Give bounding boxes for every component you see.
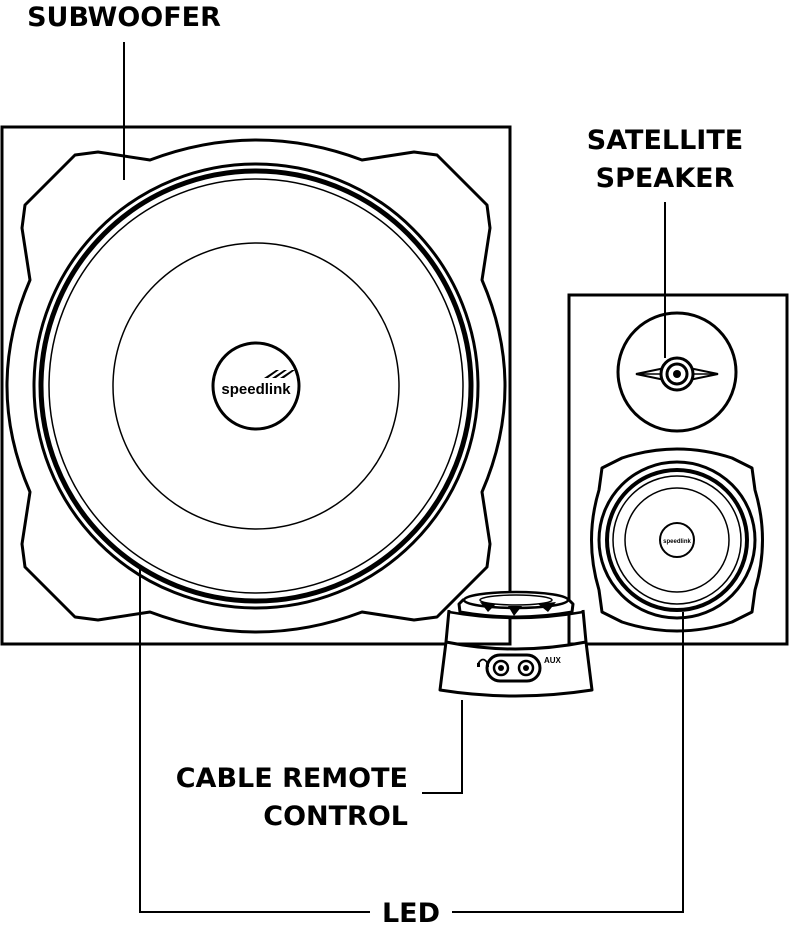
led-label: LED: [382, 898, 440, 926]
satellite-woofer-surround-inner: [605, 468, 749, 612]
subwoofer-logo-icon: speedlink: [221, 370, 295, 398]
led-callout-line-right: [452, 612, 684, 913]
satellite-woofer-inner-ring: [612, 475, 742, 605]
led-callout-line-left: [139, 566, 370, 913]
satellite-logo-text: speedlink: [663, 539, 691, 545]
satellite-woofer-cone: [624, 487, 730, 593]
subwoofer-logo-text: speedlink: [221, 381, 291, 398]
callout-lines: [123, 42, 684, 913]
satellite-woofer-dust-cap: [659, 522, 695, 558]
cable-remote-control: AUX: [438, 590, 594, 698]
subwoofer-dust-cap: [211, 341, 301, 431]
aux-label: AUX: [544, 656, 562, 665]
subwoofer: speedlink: [0, 125, 512, 646]
satellite-label-line1: SATELLITE: [587, 125, 743, 156]
remote-callout-line: [422, 700, 463, 794]
satellite-label-line2: SPEAKER: [596, 163, 735, 194]
remote-label-line2: CONTROL: [263, 801, 408, 832]
subwoofer-cone: [112, 242, 400, 530]
subwoofer-surround-inner: [48, 178, 464, 594]
tweeter-diaphragm: [635, 356, 719, 392]
satellite-speaker: speedlink: [567, 293, 789, 646]
subwoofer-surround-mid: [38, 168, 474, 604]
remote-volume-knob: [457, 590, 575, 619]
subwoofer-label: SUBWOOFER: [27, 2, 221, 33]
headphone-icon: [477, 658, 489, 667]
remote-label-line1: CABLE REMOTE: [176, 763, 408, 794]
